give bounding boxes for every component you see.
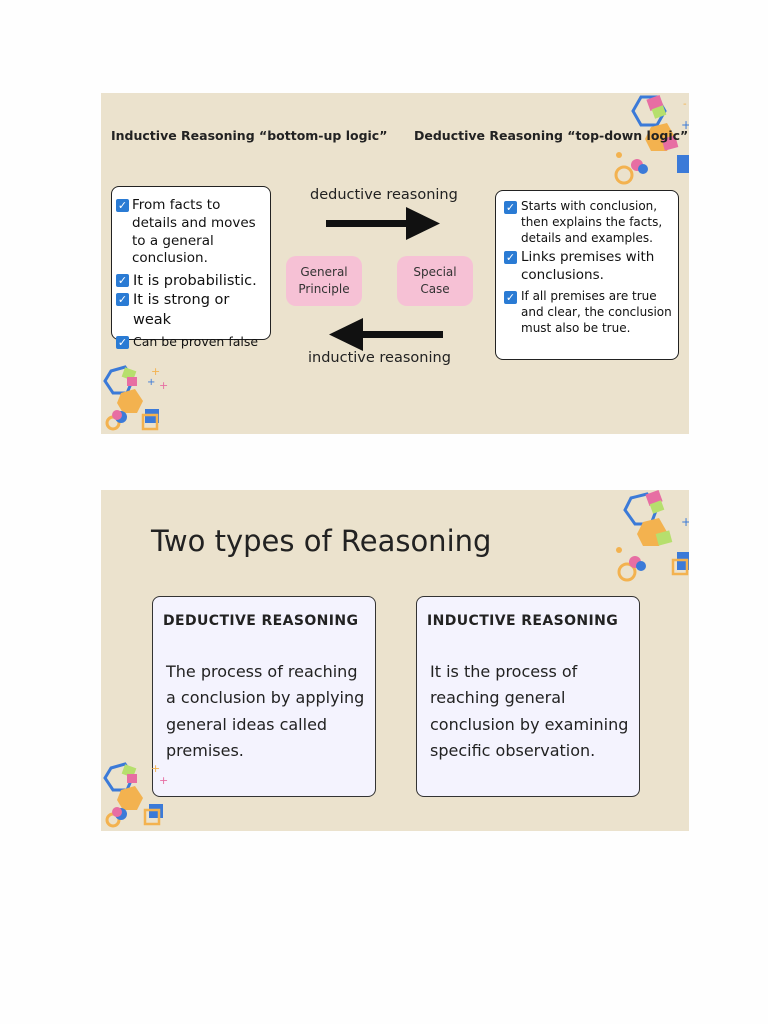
arrow-label-deductive: deductive reasoning [310, 187, 458, 203]
svg-text:+: + [681, 515, 689, 529]
slide-inductive-vs-deductive: + - Inductive Reasoning “bottom-up logic… [101, 93, 689, 434]
checkbox-icon: ✓ [116, 293, 129, 307]
decorative-shapes-icon: + [616, 490, 689, 582]
deductive-traits-box: ✓ Starts with conclusion, then explains … [495, 190, 679, 360]
inductive-traits-box: ✓ From facts to details and moves to a g… [111, 186, 271, 349]
card-body: It is the process of reaching general co… [430, 662, 629, 761]
checkbox-icon: ✓ [504, 201, 517, 214]
checkbox-icon: ✓ [116, 199, 129, 212]
heading-deductive: Deductive Reasoning “top-down logic” [414, 128, 689, 143]
svg-text:-: - [683, 99, 687, 110]
list-item: ✓ If all premises are true and clear, th… [504, 289, 672, 335]
list-item: ✓ Links premises with conclusions. [504, 249, 655, 284]
inductive-card: INDUCTIVE REASONING It is the process of… [416, 596, 640, 797]
checkbox-icon: ✓ [116, 274, 129, 288]
card-body: The process of reaching a conclusion by … [166, 662, 365, 761]
svg-text:+: + [151, 365, 160, 378]
svg-text:+: + [147, 377, 155, 388]
checkbox-icon: ✓ [504, 291, 517, 305]
svg-text:+: + [159, 379, 168, 392]
checkbox-icon: ✓ [504, 251, 517, 265]
list-item: ✓ Starts with conclusion, then explains … [504, 199, 663, 245]
card-title: INDUCTIVE REASONING [427, 613, 619, 629]
checkbox-icon: ✓ [116, 335, 129, 349]
svg-text:+: + [681, 118, 689, 132]
decorative-shapes-icon: + - [614, 94, 689, 185]
list-item: ✓ It is probabilistic. [116, 273, 257, 290]
arrow-left-icon [329, 318, 443, 351]
slide-two-types-of-reasoning: + Two types of Reasoning DEDUCTIVE REASO… [101, 490, 689, 831]
svg-text:+: + [151, 762, 160, 775]
decorative-shapes-icon: + + + [103, 365, 168, 431]
arrow-right-icon [326, 207, 440, 240]
svg-text:+: + [159, 774, 168, 787]
special-case-pill: Special Case [397, 256, 473, 306]
deductive-card: DEDUCTIVE REASONING The process of reach… [152, 596, 376, 797]
arrow-label-inductive: inductive reasoning [308, 350, 451, 366]
list-item: ✓ It is strong or weak [116, 292, 230, 328]
decorative-shapes-icon: + + [103, 762, 168, 828]
slide-title: Two types of Reasoning [151, 524, 492, 558]
general-principle-pill: General Principle [286, 256, 362, 306]
list-item: ✓ Can be proven false [116, 333, 259, 349]
list-item: ✓ From facts to details and moves to a g… [116, 197, 256, 267]
card-title: DEDUCTIVE REASONING [163, 613, 359, 629]
heading-inductive: Inductive Reasoning “bottom-up logic” [111, 128, 388, 143]
